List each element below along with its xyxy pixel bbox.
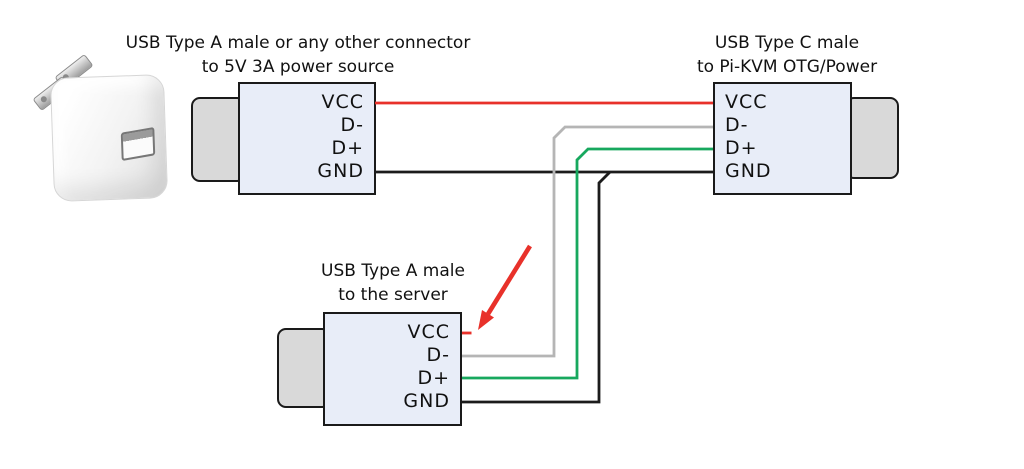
pin-gnd: GND (725, 160, 772, 182)
connector-box-power: VCC D- D+ GND (238, 82, 376, 195)
caption-line: to Pi-KVM OTG/Power (696, 57, 878, 77)
highlight-arrow-head-icon (478, 310, 494, 330)
pin-dplus: D+ (725, 137, 758, 159)
caption-line: USB Type A male or any other connector (125, 33, 471, 53)
caption-line: to 5V 3A power source (201, 57, 395, 77)
wire-dminus-pikvm-to-server (462, 125, 713, 358)
caption-line: to the server (338, 285, 448, 305)
pin-dplus: D+ (331, 137, 364, 159)
connector-box-pikvm: VCC D- D+ GND (713, 82, 852, 195)
pin-dminus: D- (340, 114, 364, 136)
caption-pikvm-connector: USB Type C male to Pi-KVM OTG/Power (637, 31, 937, 79)
power-adapter-photo (18, 53, 188, 210)
caption-power-connector: USB Type A male or any other connector t… (28, 31, 568, 79)
caption-line: USB Type C male (714, 33, 860, 53)
connector-box-server: VCC D- D+ GND (323, 312, 462, 426)
prong-hole-icon (39, 95, 49, 104)
pin-gnd: GND (403, 390, 450, 412)
adapter-usb-port-icon (120, 126, 156, 162)
pin-vcc: VCC (407, 321, 450, 343)
caption-server-connector: USB Type A male to the server (243, 259, 543, 307)
pin-dplus: D+ (417, 367, 450, 389)
caption-line: USB Type A male (321, 261, 465, 281)
plug-power-connector (191, 97, 246, 182)
pin-dminus: D- (426, 344, 450, 366)
pin-vcc: VCC (725, 91, 768, 113)
pin-vcc: VCC (321, 91, 364, 113)
pin-gnd: GND (317, 160, 364, 182)
pin-dminus: D- (725, 114, 749, 136)
plug-pikvm-connector (845, 97, 899, 179)
